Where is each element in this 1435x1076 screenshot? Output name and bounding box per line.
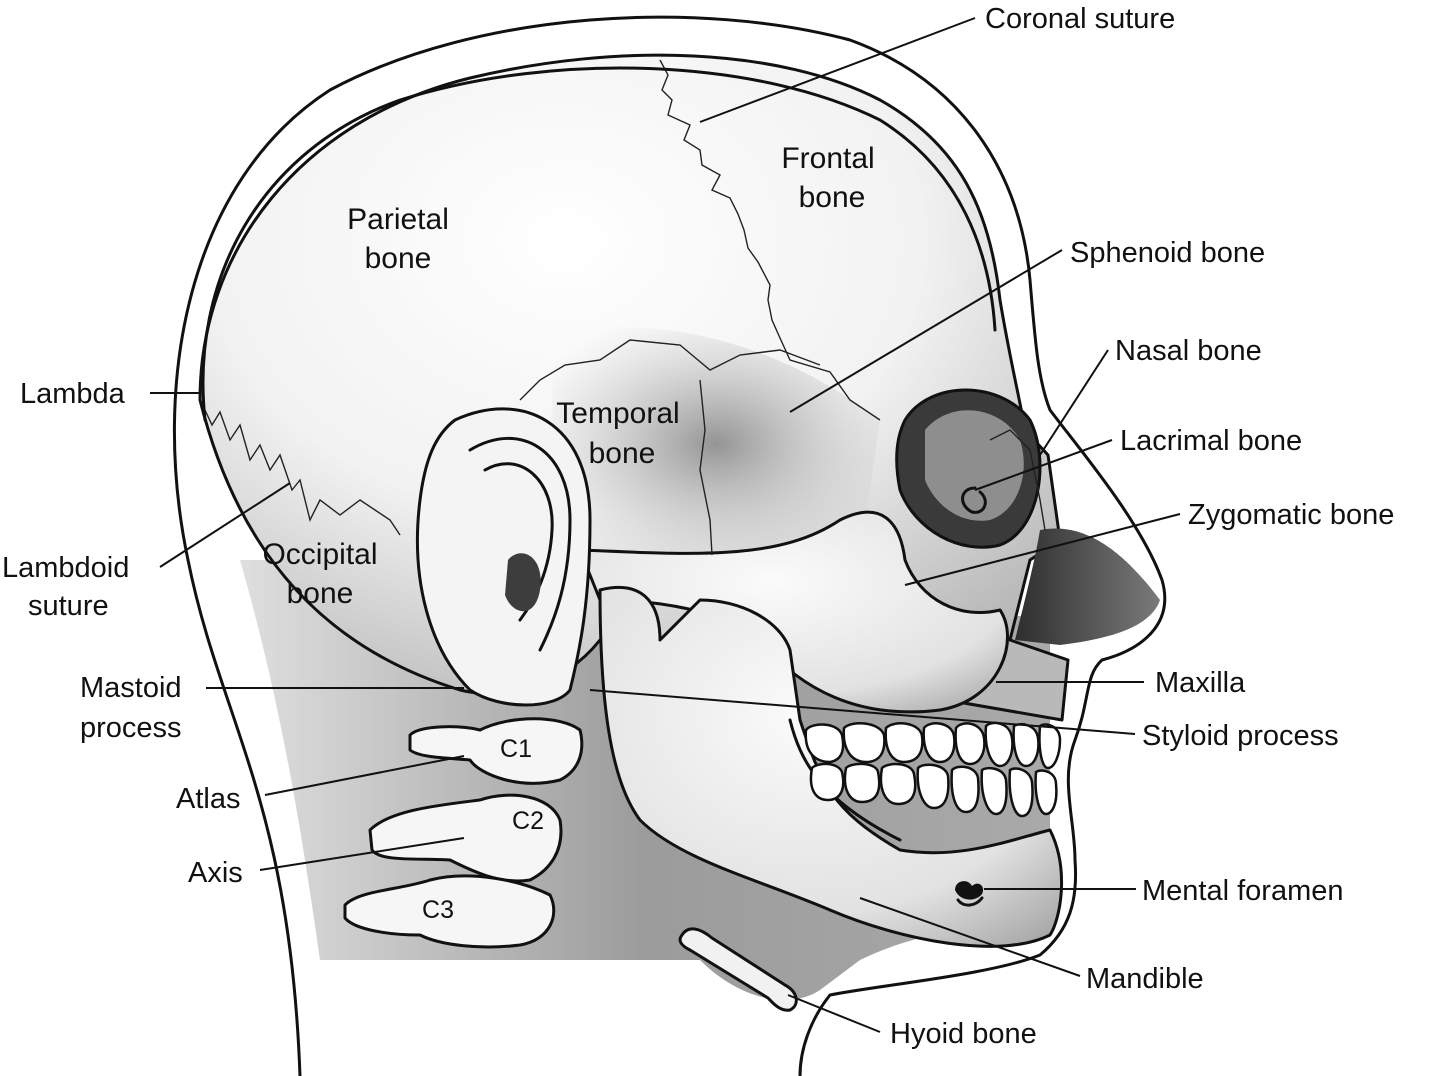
- orbit: [895, 388, 1042, 549]
- label-c2: C2: [512, 807, 544, 835]
- nasal-cavity: [1015, 528, 1160, 645]
- label-atlas: Atlas: [176, 783, 240, 815]
- sutures: [204, 59, 1046, 556]
- label-temporal-bone-line1: Temporal: [556, 397, 679, 430]
- label-maxilla: Maxilla: [1155, 667, 1246, 699]
- teeth: [804, 721, 1062, 818]
- label-hyoid-bone: Hyoid bone: [890, 1018, 1037, 1050]
- label-axis: Axis: [188, 857, 243, 889]
- vertebra-c3: [343, 874, 556, 949]
- label-frontal-bone-line1: Frontal: [781, 142, 874, 175]
- vertebra-c1: [408, 717, 584, 785]
- cervical-vertebrae: [343, 717, 584, 949]
- labels: Coronal suture Sphenoid bone Nasal bone …: [2, 3, 1394, 1050]
- vertebra-c2: [368, 793, 563, 883]
- label-parietal-bone-line2: bone: [365, 242, 432, 275]
- ear: [416, 407, 592, 707]
- label-occipital-bone-line1: Occipital: [262, 538, 377, 571]
- label-occipital-bone-line2: bone: [287, 577, 354, 610]
- soft-tissue-outline: [172, 15, 1167, 1076]
- coronal-suture-line: [659, 59, 881, 421]
- inner-labels: Frontal bone Parietal bone Temporal bone…: [262, 142, 874, 924]
- squamosal-suture-line: [519, 339, 821, 401]
- leader-lines: [150, 17, 1181, 1033]
- label-lambdoid-suture-line2: suture: [28, 590, 109, 622]
- label-coronal-suture: Coronal suture: [985, 3, 1175, 35]
- label-c3: C3: [422, 896, 454, 924]
- label-frontal-bone-line2: bone: [799, 181, 866, 214]
- label-c1: C1: [500, 735, 532, 763]
- mental-foramen-shape: [955, 881, 984, 900]
- label-styloid-process: Styloid process: [1142, 720, 1339, 752]
- label-lacrimal-bone: Lacrimal bone: [1120, 425, 1302, 457]
- label-mastoid-process-line1: Mastoid: [80, 672, 182, 704]
- label-sphenoid-bone: Sphenoid bone: [1070, 237, 1265, 269]
- label-mandible: Mandible: [1086, 963, 1204, 995]
- lacrimal-fossa: [961, 486, 987, 514]
- hyoid-bone-shape: [678, 927, 798, 1012]
- label-zygomatic-bone: Zygomatic bone: [1188, 499, 1394, 531]
- label-nasal-bone: Nasal bone: [1115, 335, 1262, 367]
- label-parietal-bone-line1: Parietal: [347, 203, 449, 236]
- label-mastoid-process-line2: process: [80, 712, 182, 744]
- label-mental-foramen: Mental foramen: [1142, 875, 1344, 907]
- label-lambda: Lambda: [20, 378, 126, 410]
- lambdoid-suture-line: [204, 409, 401, 536]
- label-lambdoid-suture-line1: Lambdoid: [2, 552, 129, 584]
- label-temporal-bone-line2: bone: [589, 437, 656, 470]
